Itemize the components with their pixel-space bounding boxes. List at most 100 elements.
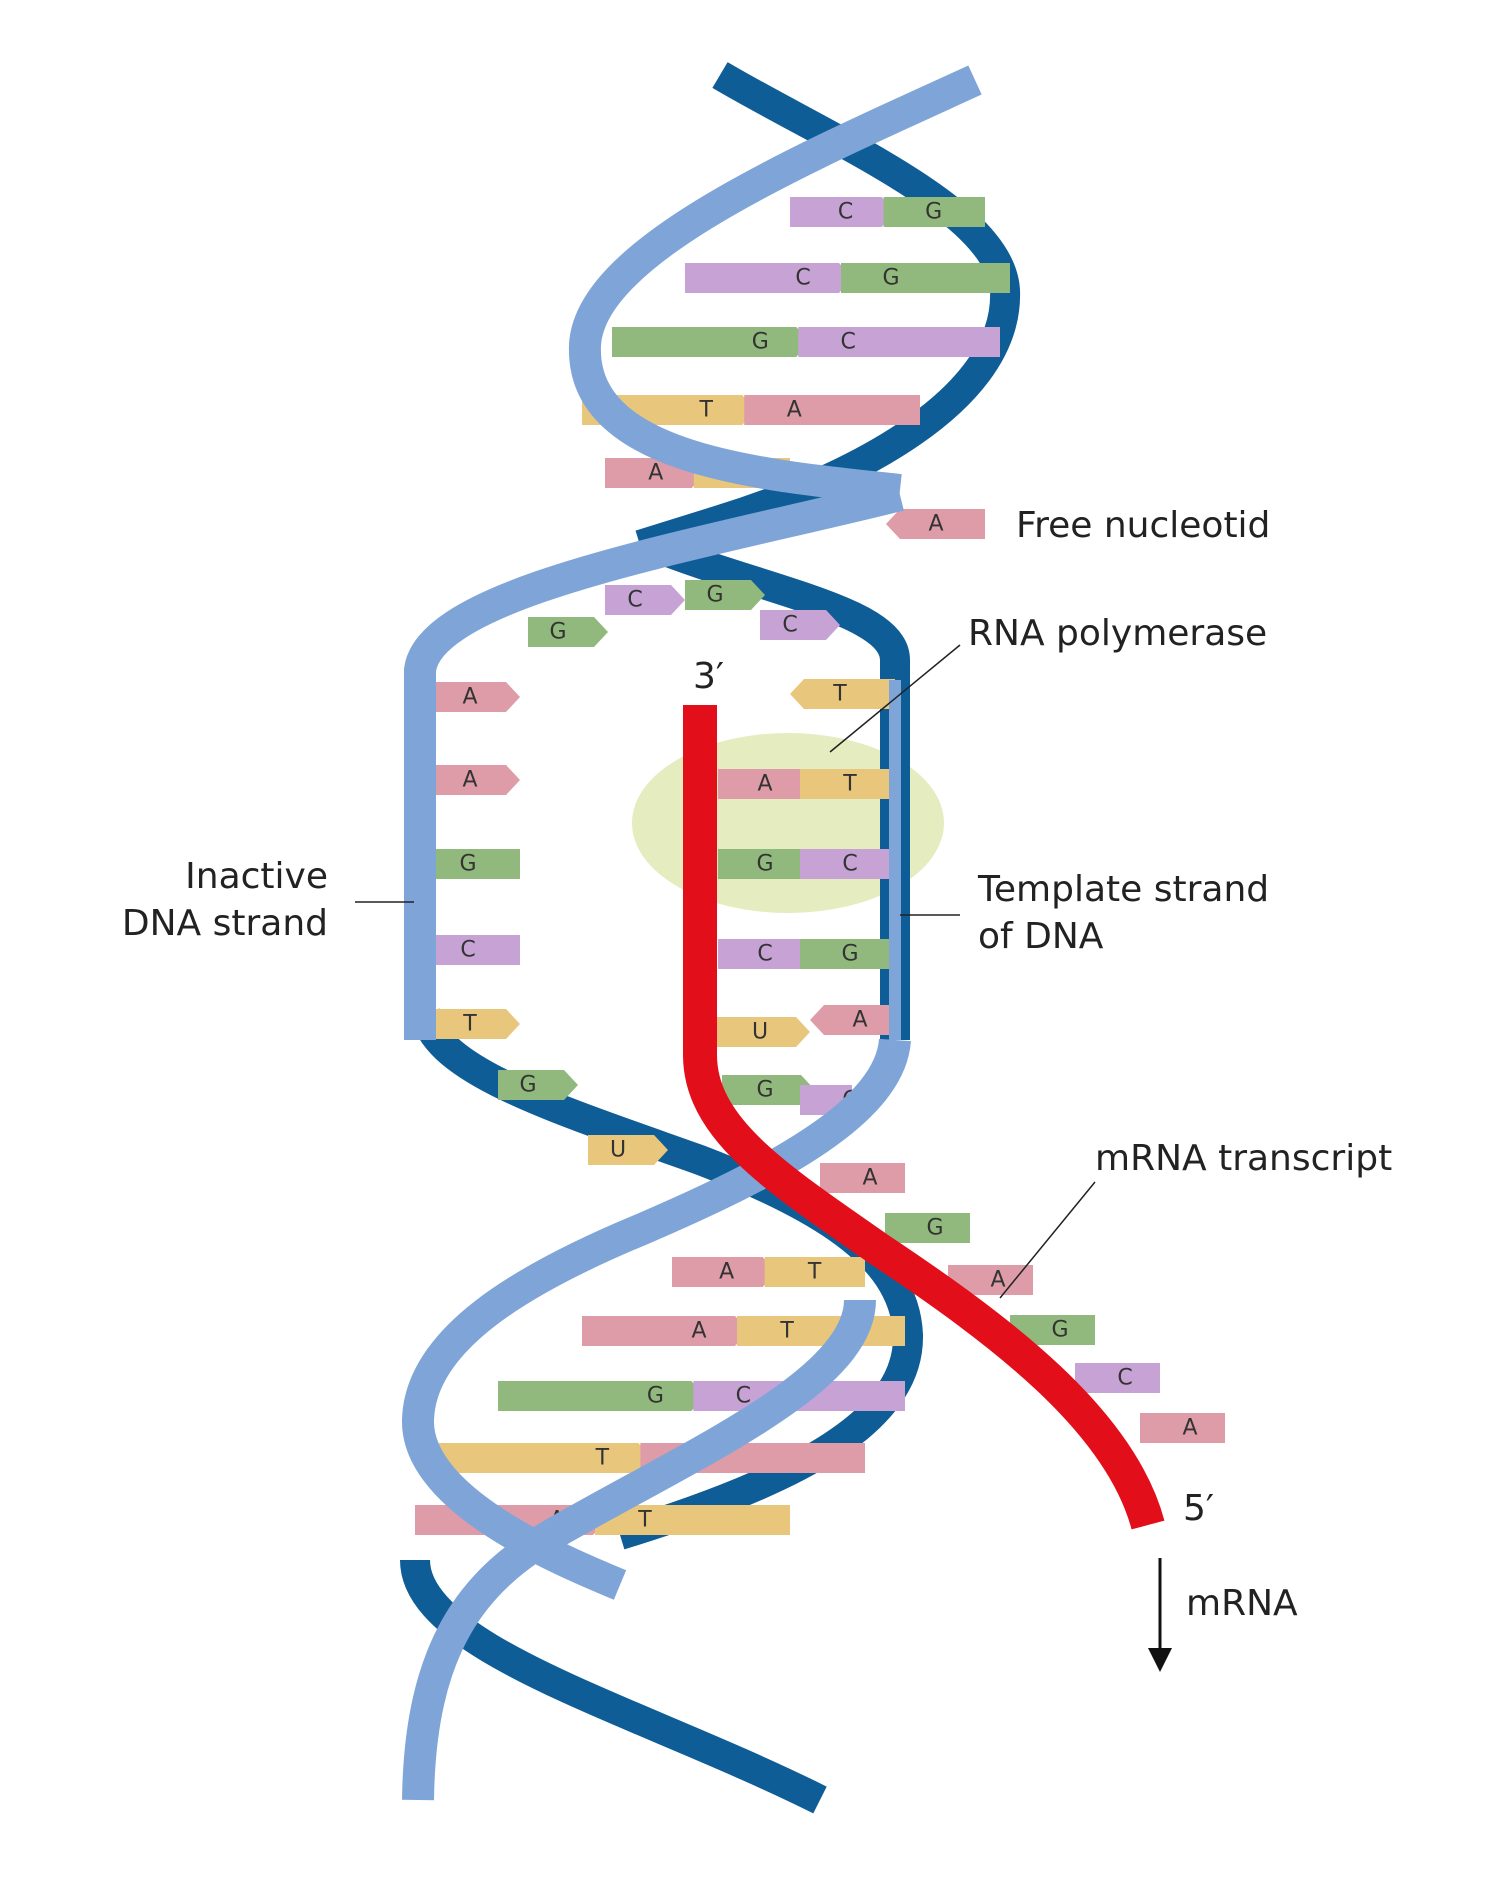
svg-text:U: U <box>610 1138 626 1163</box>
svg-text:A: A <box>990 1268 1005 1293</box>
svg-text:A: A <box>648 461 663 486</box>
mrna-transcript-base-2: A <box>948 1265 1033 1295</box>
inactive-strand-label-1: Inactive <box>185 856 328 897</box>
legend-nucleotide-chip: A <box>886 509 985 539</box>
svg-text:T: T <box>699 398 714 423</box>
bottom-pair-4-right: T <box>595 1505 790 1535</box>
svg-text:G: G <box>756 1078 773 1103</box>
svg-text:G: G <box>841 942 858 967</box>
template-strand-label-2: of DNA <box>978 916 1104 957</box>
mrna-transcript-base-0: A <box>820 1163 905 1193</box>
free-nucleotide-0: G <box>528 617 608 647</box>
bottom-pair-3-left: T <box>433 1443 653 1473</box>
inactive-base-0: A <box>418 682 520 712</box>
svg-text:A: A <box>1182 1416 1197 1441</box>
dna-strand-dark-hairpin <box>644 531 910 1040</box>
svg-text:A: A <box>928 512 943 537</box>
svg-text:T: T <box>807 1260 822 1285</box>
svg-text:G: G <box>519 1073 536 1098</box>
dna-strand-light-top-cross <box>404 479 904 1040</box>
top-pair-0-left: C <box>790 197 896 227</box>
mrna-transcript-base-1: G <box>885 1213 970 1243</box>
top-pair-1-right: G <box>841 263 1010 293</box>
top-pair-2-left: G <box>612 327 811 357</box>
inactive-base-3: C <box>418 935 520 965</box>
template-pair-1-dna: C <box>800 849 895 879</box>
svg-text:G: G <box>882 266 899 291</box>
svg-text:C: C <box>838 200 853 225</box>
svg-text:T: T <box>832 682 847 707</box>
top-pair-2-right: C <box>798 327 1000 357</box>
template-pair-1-rna: G <box>718 849 815 879</box>
svg-text:A: A <box>852 1008 867 1033</box>
svg-text:A: A <box>462 768 477 793</box>
free-nucleotide-3: C <box>760 610 840 640</box>
template-pair-2-rna: C <box>718 939 815 969</box>
mrna-pair-rna: G <box>722 1075 815 1105</box>
template-strand-label-1: Template strand <box>977 869 1269 910</box>
svg-text:A: A <box>787 398 802 423</box>
three-prime-label: 3′ <box>693 656 724 697</box>
svg-text:U: U <box>752 1020 768 1045</box>
svg-text:C: C <box>757 942 772 967</box>
legend-label: Free nucleotid <box>1016 505 1270 546</box>
bottom-pair-0-right: T <box>764 1257 865 1287</box>
bottom-pair-0-left: A <box>672 1257 777 1287</box>
template-pair-0-rna: A <box>718 769 815 799</box>
free-nucleotide-5: U <box>588 1135 668 1165</box>
inactive-base-4: T <box>418 1009 520 1039</box>
svg-text:C: C <box>1117 1366 1132 1391</box>
top-pair-1-left: C <box>685 263 853 293</box>
svg-text:T: T <box>842 772 857 797</box>
svg-text:C: C <box>736 1384 751 1409</box>
mrna-direction-label: mRNA <box>1186 1583 1298 1624</box>
svg-text:T: T <box>595 1446 610 1471</box>
svg-text:C: C <box>842 852 857 877</box>
top-pair-0-right: G <box>883 197 985 227</box>
svg-text:A: A <box>757 772 772 797</box>
five-prime-label: 5′ <box>1183 1488 1214 1529</box>
free-nucleotide-4: G <box>498 1070 578 1100</box>
template-pair-2-dna: G <box>800 939 895 969</box>
incoming-dna-base: A <box>810 1005 892 1035</box>
mrna-transcript-base-4: C <box>1075 1363 1160 1393</box>
dna-strand-dark-bottom <box>400 1558 827 1814</box>
svg-text:G: G <box>647 1384 664 1409</box>
dna-strand-light <box>568 65 982 506</box>
mrna-direction-arrow-icon <box>1148 1648 1172 1672</box>
svg-text:G: G <box>459 852 476 877</box>
svg-text:G: G <box>706 583 723 608</box>
incoming-rna-base: U <box>712 1017 810 1047</box>
inactive-base-1: A <box>418 765 520 795</box>
free-nucleotide-2: G <box>685 580 765 610</box>
mrna-transcript-leader <box>999 1181 1096 1299</box>
svg-text:C: C <box>782 613 797 638</box>
svg-text:C: C <box>795 266 810 291</box>
rna-polymerase-label: RNA polymerase <box>968 613 1267 654</box>
bottom-pair-1-left: A <box>582 1316 750 1346</box>
bottom-pair-2-left: G <box>498 1381 706 1411</box>
svg-text:T: T <box>637 1508 652 1533</box>
inactive-base-2: G <box>418 849 520 879</box>
dna-strand-light-lower <box>401 1037 911 1600</box>
svg-text:G: G <box>756 852 773 877</box>
svg-text:G: G <box>926 1216 943 1241</box>
svg-text:C: C <box>627 588 642 613</box>
svg-text:A: A <box>462 685 477 710</box>
svg-text:T: T <box>779 1319 794 1344</box>
svg-text:G: G <box>1051 1318 1068 1343</box>
inactive-strand-label-2: DNA strand <box>122 903 328 944</box>
svg-text:C: C <box>460 938 475 963</box>
svg-text:A: A <box>862 1166 877 1191</box>
template-pair-0-dna: T <box>800 769 895 799</box>
dna-strand-light-bottom <box>402 1298 876 1801</box>
bottom-pair-1-right: T <box>737 1316 905 1346</box>
rna-polymerase-leader <box>829 644 961 753</box>
svg-text:G: G <box>752 330 769 355</box>
mrna-strand <box>683 705 1165 1530</box>
mrna-transcript-base-5: A <box>1140 1413 1225 1443</box>
top-pair-3-right: A <box>744 395 920 425</box>
